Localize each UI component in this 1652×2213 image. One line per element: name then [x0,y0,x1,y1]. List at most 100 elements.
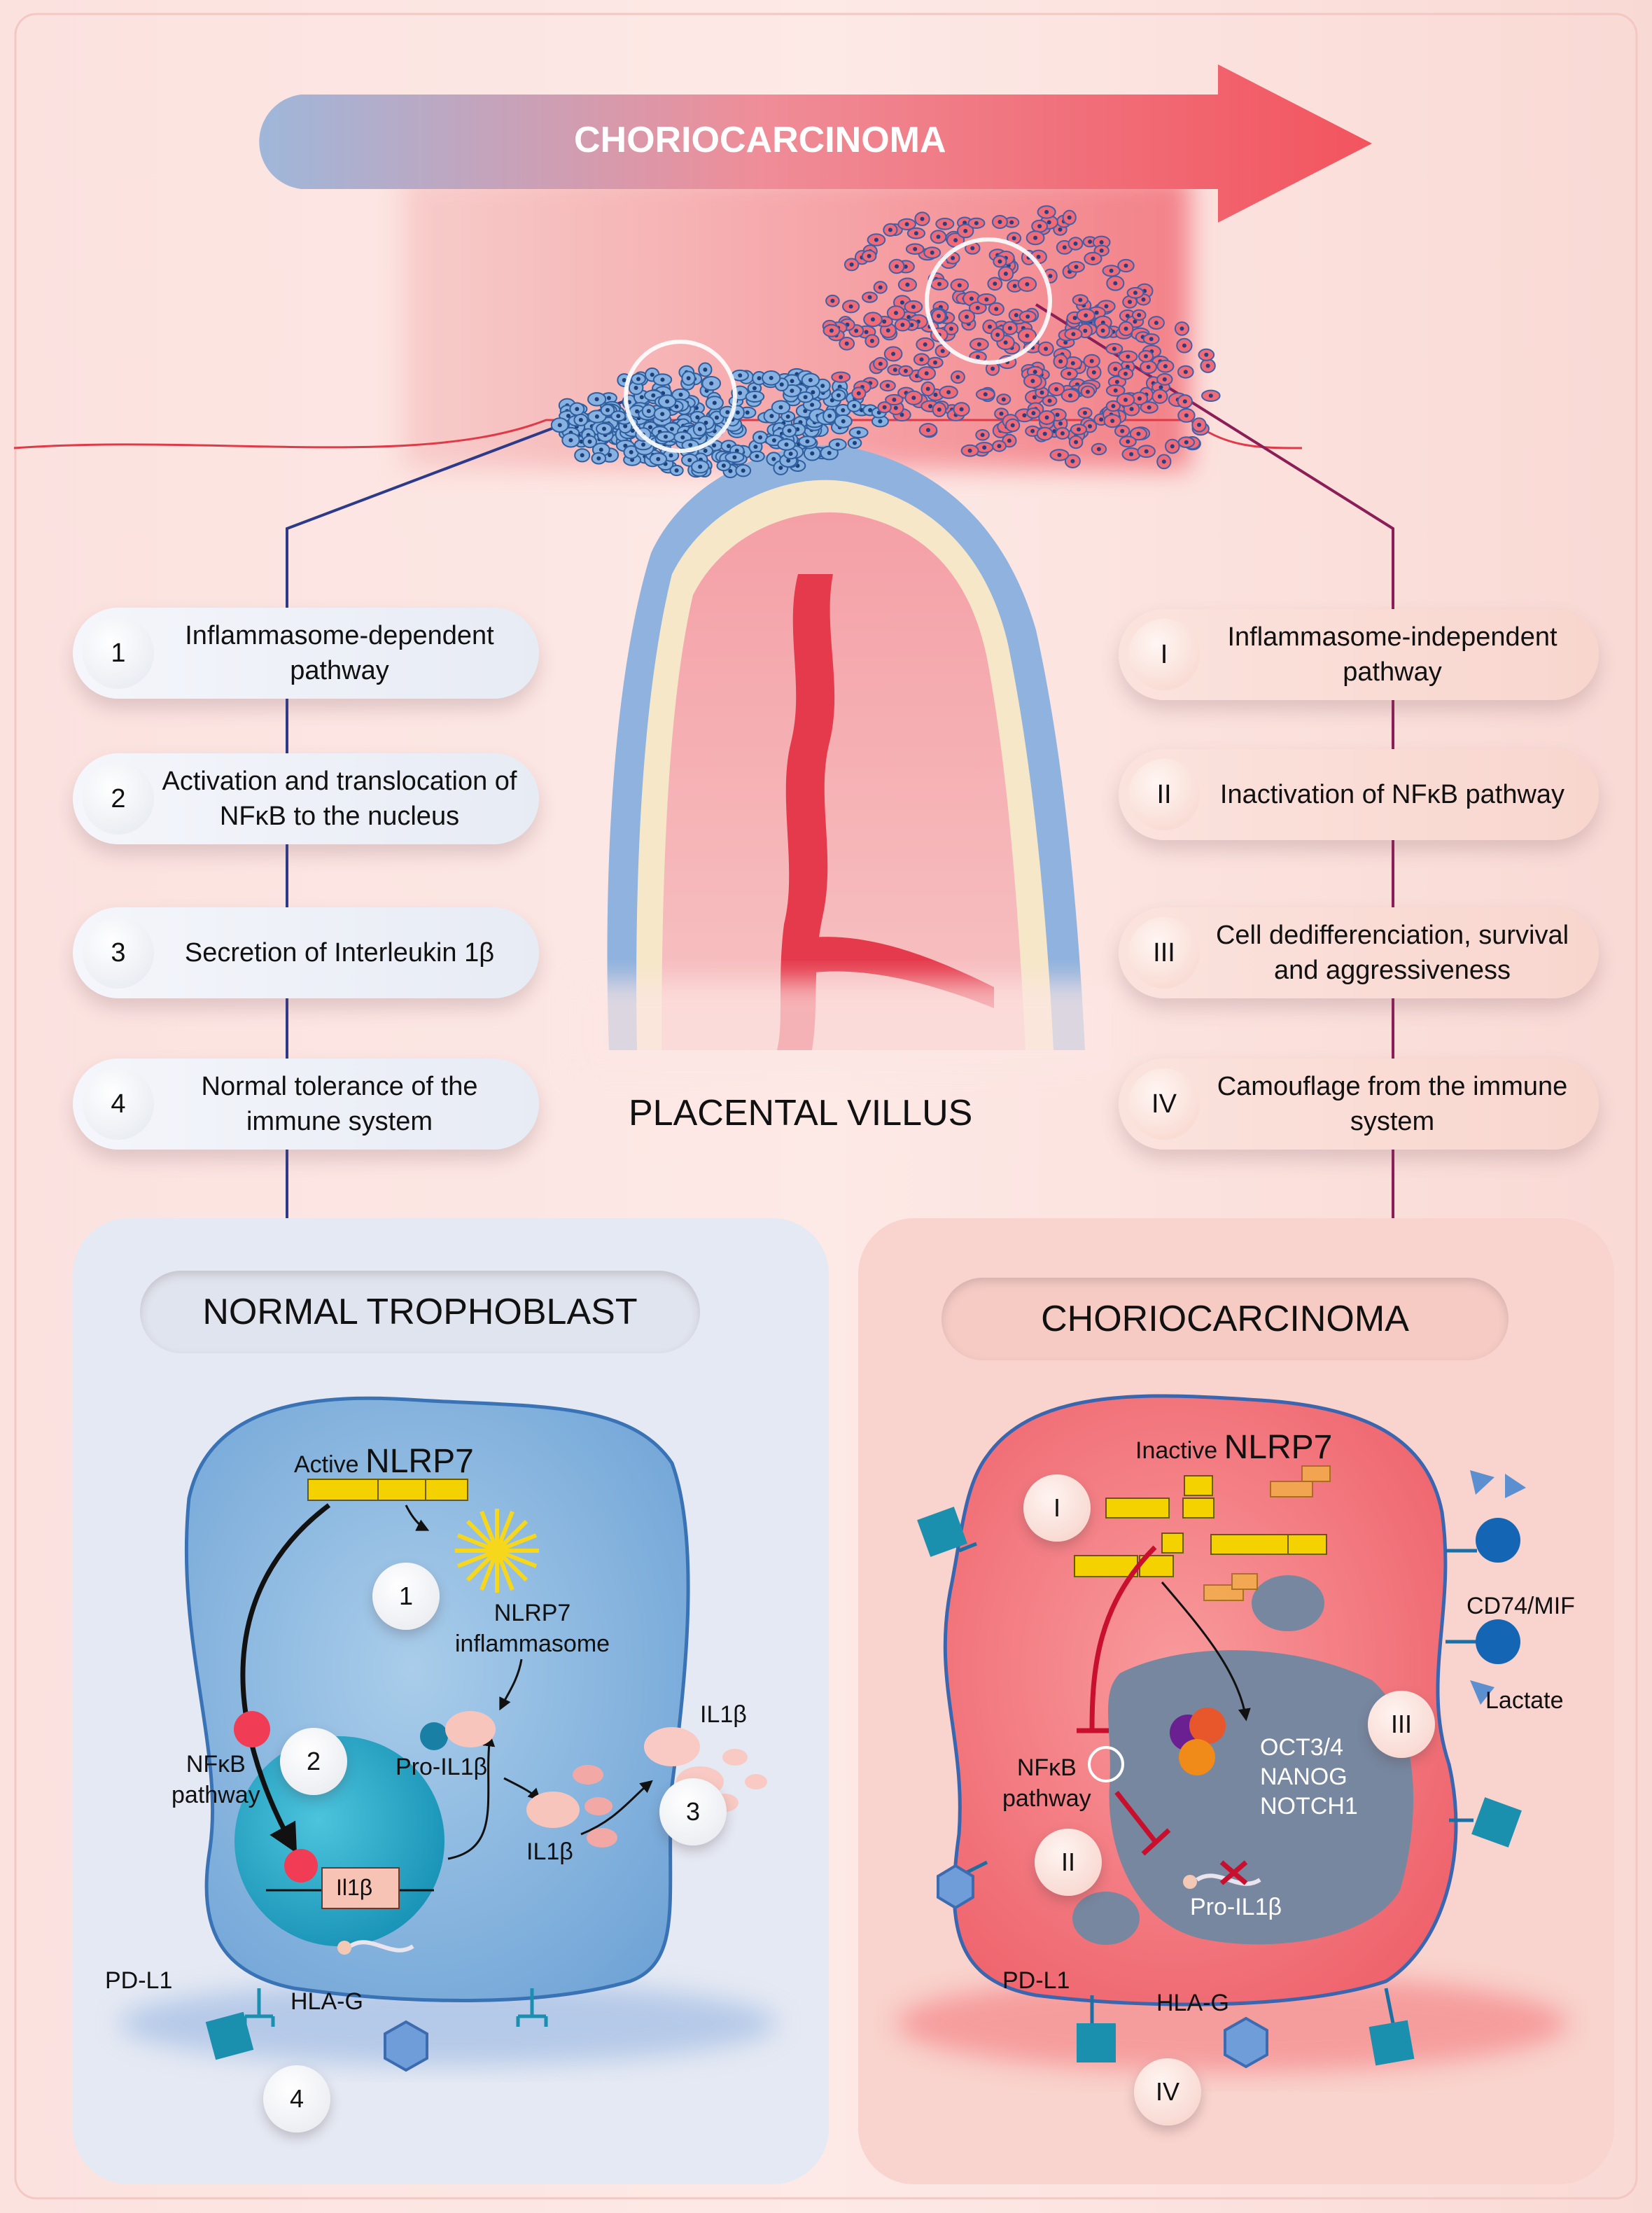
chorio-badge-i: I [1023,1474,1091,1542]
cell-nucleus [976,354,980,359]
right-step-4: IV Camouflage from the immune system [1119,1059,1599,1150]
cell-nucleus [1012,284,1017,288]
cell-nucleus [869,339,874,343]
cell-nucleus [1205,363,1210,368]
cell-nucleus [703,368,708,372]
cell-nucleus [1037,224,1042,229]
cell-nucleus [755,454,760,459]
cell-nucleus [959,407,964,412]
cell-nucleus [738,391,743,396]
cell-nucleus [1141,297,1146,302]
cell-nucleus [606,396,611,400]
normal-badge-1: 1 [372,1563,440,1630]
active-label: Active NLRP7 [294,1442,474,1481]
active-word: Active [294,1451,359,1478]
cell-nucleus [1010,423,1015,428]
cell-nucleus [1025,333,1030,338]
cell-nucleus [955,375,960,379]
cell-nucleus [1113,367,1118,372]
cell-nucleus [1170,444,1175,449]
cell-nucleus [836,393,841,398]
cell-nucleus [882,405,887,410]
cell-nucleus [579,439,584,444]
cell-nucleus [835,442,840,447]
cell-nucleus [1086,389,1090,394]
cell-nucleus [778,405,783,410]
cell-nucleus [1070,459,1075,463]
cell-nucleus [735,410,740,415]
cell-nucleus [919,357,924,362]
cell-nucleus [827,414,832,418]
cell-nucleus [575,407,580,412]
cell-nucleus [1184,440,1189,445]
cell-nucleus [580,453,584,458]
cell-nucleus [982,445,987,450]
inactive-word: Inactive [1135,1437,1218,1464]
cell-nucleus [930,250,934,255]
cell-nucleus [785,414,790,419]
cell-nucleus [1129,452,1134,456]
cell-nucleus [957,283,962,288]
cell-nucleus [709,381,714,386]
cell-nucleus [1149,337,1154,342]
cell-nucleus [1058,421,1063,426]
cell-nucleus [1030,428,1035,433]
cell-nucleus [728,468,733,473]
cell-nucleus [891,351,896,356]
cell-nucleus [568,438,573,442]
cell-nucleus [725,410,730,414]
cell-nucleus [841,419,846,424]
cell-nucleus [648,425,652,430]
cell-nucleus [948,326,953,331]
cell-nucleus [1096,447,1101,452]
cell-nucleus [895,264,899,269]
cell-nucleus [1032,395,1037,400]
cell-nucleus [997,220,1002,224]
step-text: Normal tolerance of the immune system [201,1072,478,1136]
cell-nucleus [669,426,674,431]
cell-nucleus [1154,321,1158,326]
cell-nucleus [983,392,988,397]
cell-nucleus [1033,235,1038,240]
cell-nucleus [1113,281,1118,286]
right-step-2: II Inactivation of NFκB pathway [1119,749,1599,840]
cell-nucleus [856,391,861,396]
cell-nucleus [990,366,995,371]
cell-nucleus [1088,239,1093,244]
cell-nucleus [894,311,898,315]
cell-nucleus [1007,438,1011,443]
cell-nucleus [970,246,975,251]
cell-nucleus [899,300,904,305]
cell-nucleus [1003,340,1008,345]
cell-nucleus [1074,265,1079,270]
cell-nucleus [636,377,640,382]
cell-nucleus [578,417,583,422]
cell-nucleus [715,415,719,420]
cell-nucleus [738,373,743,378]
cell-nucleus [1100,328,1105,333]
cell-nucleus [680,435,685,440]
cell-nucleus [674,468,679,473]
step-number: 3 [83,917,154,989]
cell-nucleus [1058,227,1063,232]
cell-nucleus [668,453,673,458]
cell-nucleus [1001,397,1006,402]
cell-nucleus [1099,417,1104,422]
step-number: 2 [83,763,154,835]
cell-nucleus [1022,413,1027,418]
cell-nucleus [1044,347,1049,351]
cell-nucleus [786,458,791,463]
pd-l1-label: PD-L1 [1002,1967,1070,1994]
pd-l1-label: PD-L1 [105,1967,173,1994]
cell-nucleus [913,246,918,251]
cell-nucleus [974,221,979,225]
cell-nucleus [1120,428,1125,433]
cell-nucleus [639,395,644,400]
cell-nucleus [788,452,793,456]
cell-nucleus [878,361,883,366]
cell-nucleus [787,428,792,433]
cell-nucleus [1068,393,1072,398]
cell-nucleus [924,371,929,376]
cell-nucleus [933,360,937,365]
